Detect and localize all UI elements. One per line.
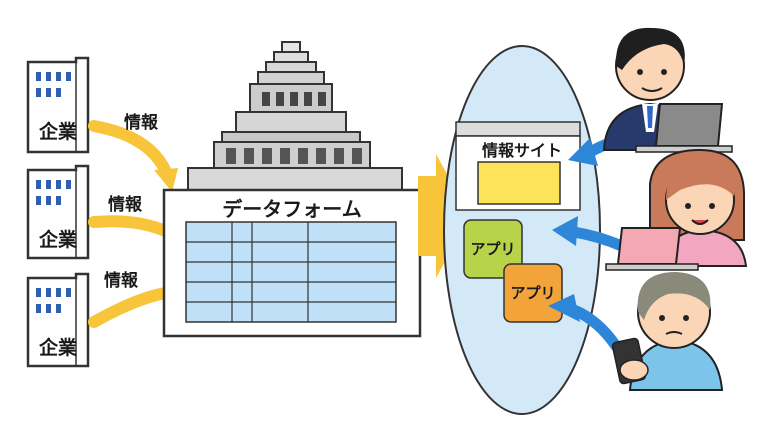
dataform-panel: データフォーム [162,188,422,338]
parliament-building-icon [187,41,403,191]
app-tile-1: アプリ [463,219,523,279]
company-building-3: 企業 [26,272,90,368]
arrowhead [568,138,598,166]
app-tile-2: アプリ [503,263,563,323]
dataform-table [185,221,397,323]
office-building-icon [26,56,90,154]
arrowhead [552,216,578,246]
info-flow-arrow-3 [88,286,178,328]
platform-ellipse: 情報サイト アプリ アプリ [443,45,601,415]
info-flow-arrow-1 [88,120,172,178]
company-label: 企業 [38,120,78,143]
businessman-laptop-icon [602,27,733,153]
dataform-title: データフォーム [222,197,361,221]
info-flow-arrow-2 [88,215,178,240]
arrowhead [548,294,580,322]
app-label: アプリ [470,240,515,258]
boy-smartphone-icon [611,272,724,391]
arrowhead [154,168,178,192]
user-access-arrow-2 [568,226,628,252]
info-flow-label: 情報 [108,194,143,215]
info-flow-label: 情報 [104,270,139,291]
app-label: アプリ [510,284,555,302]
info-site-label: 情報サイト [482,141,562,160]
woman-laptop-icon [605,148,748,271]
user-access-arrow-3 [568,304,622,352]
company-label: 企業 [38,336,78,359]
company-building-1: 企業 [26,56,90,154]
office-building-icon [26,272,90,368]
company-label: 企業 [38,228,78,251]
info-site: 情報サイト [455,121,581,211]
office-building-icon [26,164,90,260]
company-building-2: 企業 [26,164,90,260]
info-flow-label: 情報 [124,112,159,133]
